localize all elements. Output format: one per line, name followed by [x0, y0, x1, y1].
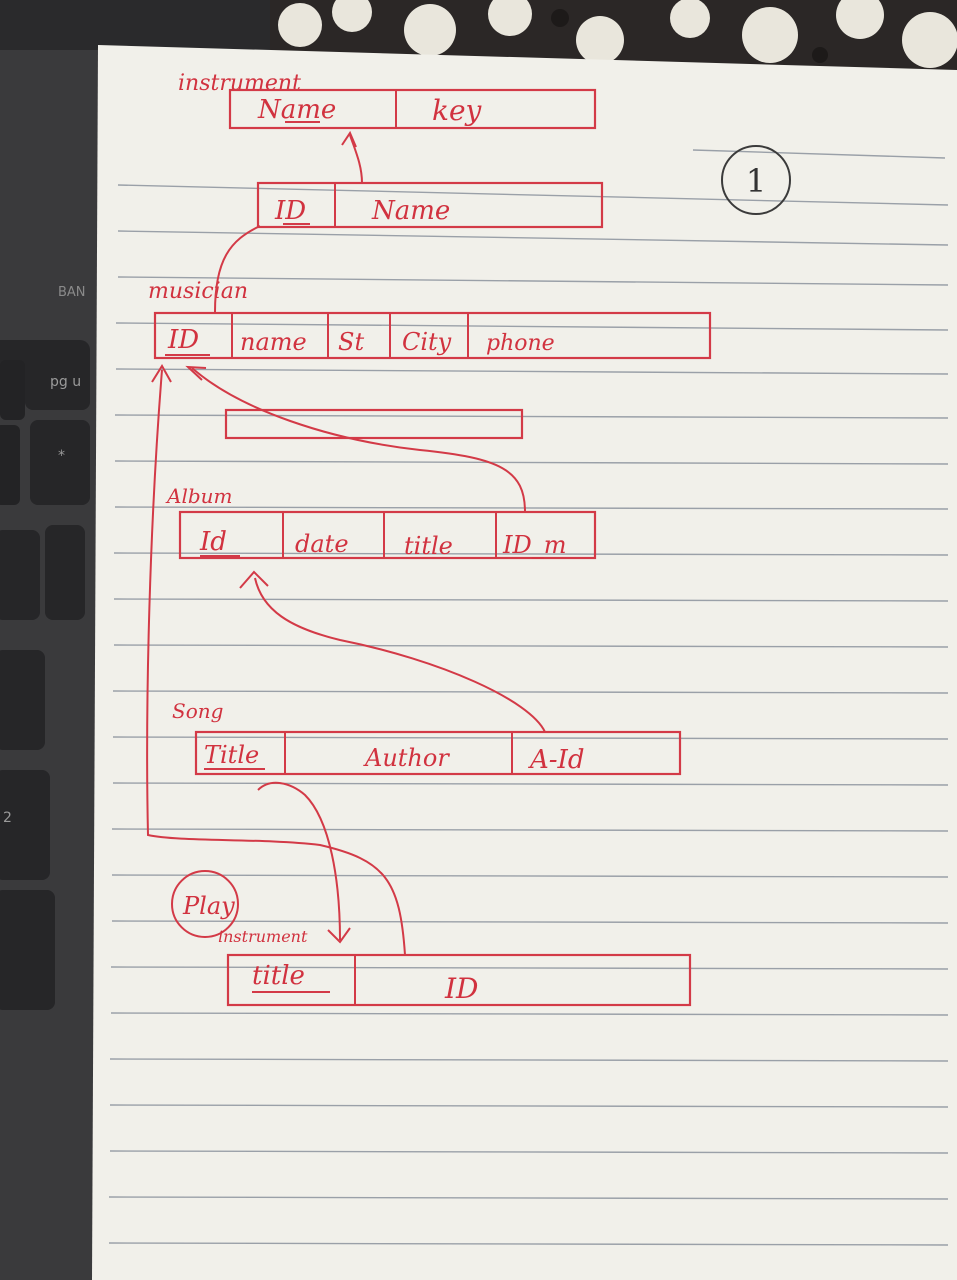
table-instrument-link: ID Name	[256, 181, 604, 229]
field-album-idm: ID_m	[502, 531, 566, 559]
table-instrument: instrument Name key	[178, 71, 597, 130]
table-album: Album Id date title ID_m	[165, 484, 597, 560]
notebook-page	[92, 45, 957, 1280]
arrow-play-to-musician	[146, 369, 406, 956]
field-album-title: title	[404, 532, 453, 560]
key-label-star: *	[58, 448, 65, 464]
field-song-title: Title	[204, 741, 259, 769]
page-number-marker: 1	[721, 145, 791, 215]
table-song: Song Title Author A-Id	[172, 699, 682, 776]
key-label-two: 2	[3, 810, 12, 826]
field-link-id: ID	[274, 196, 306, 226]
field-musician-name: name	[240, 328, 307, 356]
field-album-date: date	[295, 530, 349, 558]
field-instrument-key: key	[432, 94, 483, 127]
table-title-song: Song	[172, 699, 223, 723]
table-empty	[224, 408, 524, 440]
table-title-instrument: instrument	[178, 71, 301, 96]
laptop-key-pg	[25, 345, 90, 410]
key-label-pg: pg u	[50, 374, 81, 390]
arrow-link-to-musician	[214, 225, 261, 313]
arrow-link-to-instrument	[349, 134, 363, 184]
laptop-brand: BAN	[58, 285, 86, 300]
page-number: 1	[746, 162, 766, 200]
field-musician-id: ID	[167, 325, 199, 355]
ruled-lines	[108, 149, 949, 1246]
laptop-key-two	[0, 770, 50, 880]
table-play: Play instrument title ID	[171, 870, 692, 1007]
field-musician-phone: phone	[486, 331, 555, 356]
field-song-aid: A-Id	[528, 745, 584, 775]
table-title-album: Album	[165, 484, 233, 508]
arrow-play-to-song	[257, 781, 341, 941]
table-musician: musician ID name St City phone	[148, 279, 712, 360]
table-subtitle-play: instrument	[218, 927, 308, 946]
table-title-musician: musician	[148, 279, 248, 304]
field-song-author: Author	[363, 744, 450, 772]
field-instrument-name: Name	[257, 95, 336, 125]
field-play-title: title	[252, 961, 305, 991]
field-album-id: Id	[199, 527, 227, 557]
field-musician-city: City	[402, 328, 452, 356]
arrow-album-to-musician	[191, 367, 526, 513]
field-musician-st: St	[338, 328, 364, 356]
arrow-song-to-album	[254, 577, 546, 733]
relationship-arrows	[146, 130, 546, 956]
field-link-name: Name	[371, 196, 450, 226]
field-play-id: ID	[444, 972, 479, 1005]
table-title-play: Play	[182, 892, 235, 920]
laptop-key-star	[30, 420, 90, 505]
